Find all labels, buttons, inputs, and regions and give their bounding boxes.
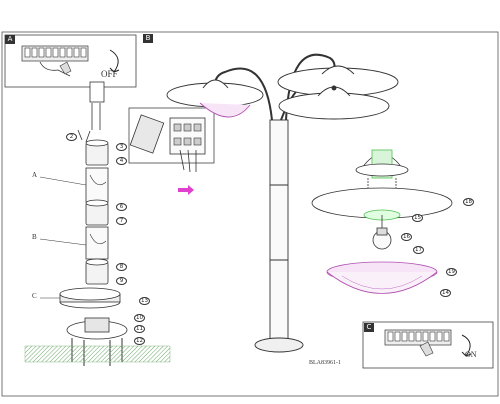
part-letter-c: C [32, 292, 37, 300]
switch-on-label: ON [465, 350, 477, 359]
hand-icon [419, 341, 434, 357]
model-code: BLA83961-1 [309, 360, 341, 366]
part-number: 10 [134, 314, 145, 322]
part-number: 13 [139, 297, 150, 305]
switch-off-label: OFF [101, 69, 118, 79]
part-number: 18 [463, 198, 474, 206]
panel-a-tag: A [5, 35, 15, 44]
part-number: 3 [116, 143, 127, 151]
part-number: 12 [134, 337, 145, 345]
lamp-head-exploded [311, 149, 453, 294]
panel-c-switch-on [362, 321, 494, 369]
junction-box-cover [129, 114, 165, 154]
ground-level [24, 345, 171, 363]
panel-b-tag: B [143, 34, 153, 43]
part-number: 6 [116, 203, 127, 211]
panel-b-junction-box [128, 107, 215, 173]
part-number: 14 [440, 289, 451, 297]
sheet-frame [1, 31, 499, 397]
exploded-column [59, 81, 128, 366]
part-number: 2 [66, 133, 77, 141]
part-number: 17 [413, 246, 424, 254]
terminal-block [169, 117, 206, 155]
top-connector [89, 81, 105, 103]
hand-icon [39, 61, 71, 77]
lamp-base [254, 337, 304, 353]
lamp-assembly [166, 53, 399, 353]
part-number: 4 [116, 157, 127, 165]
part-number: 8 [116, 263, 127, 271]
part-number: 15 [412, 214, 423, 222]
shade-front [278, 92, 390, 120]
panel-a-switch-off [4, 34, 137, 88]
part-number: 11 [134, 325, 145, 333]
rotate-arrow-icon [461, 334, 471, 357]
next-step-arrow-icon [178, 185, 194, 195]
lamp-pole [269, 119, 289, 341]
part-number: 9 [116, 277, 127, 285]
part-number: 16 [401, 233, 412, 241]
part-letter-a: A [32, 171, 38, 179]
part-letter-b: B [32, 233, 37, 241]
part-number: 19 [446, 268, 457, 276]
panel-c-tag: C [364, 323, 374, 332]
rotate-arrow-icon [109, 49, 119, 73]
pole-section-a [85, 167, 109, 203]
part-number: 7 [116, 217, 127, 225]
